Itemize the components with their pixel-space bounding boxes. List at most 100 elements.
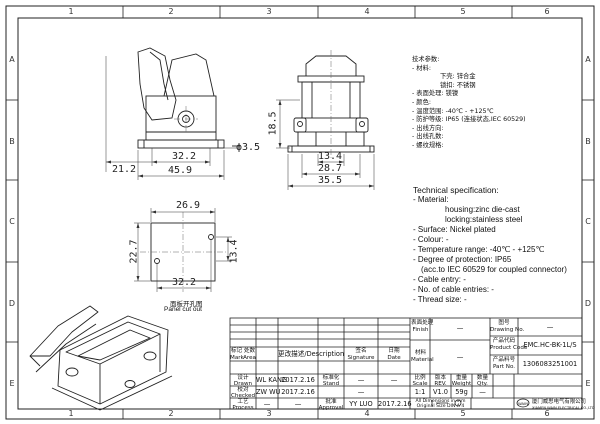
zone-label-e-right: E [585, 379, 591, 388]
spec-en-temp: - Temperature range: -40℃ - +125℃ [413, 245, 545, 254]
weight-label-en: Weight [451, 381, 472, 387]
stand-value: — [357, 376, 365, 384]
spec-en-title: Technical specification: [413, 185, 499, 195]
date-label-cn: 日期 [388, 348, 400, 354]
dim-32-2-bottom: 32.2 [172, 277, 197, 288]
dim-26-9: 26.9 [176, 200, 201, 211]
spec-cn-cable-entry: - 出线方向: [412, 124, 444, 132]
drawn-date: 2017.2.16 [281, 376, 315, 384]
zone-label-b-right: B [585, 137, 591, 146]
checked-label-cn: 校对 [237, 387, 249, 393]
drawing-no-label-cn: 图号 [498, 320, 510, 326]
cutout-label-cn: 面板开孔图 [170, 300, 203, 308]
dim-phi-3-5: ϕ3.5 [236, 142, 261, 153]
dim-13-4-top: 13.4 [318, 151, 343, 162]
area-label-cn: 处数 [243, 348, 256, 354]
drawn-name: WL KANG [256, 376, 288, 384]
spec-en-colour: - Colour: - [413, 235, 449, 244]
product-code-label-cn: 产品代码 [492, 338, 516, 344]
scale-label-en: Scale [412, 381, 428, 387]
zone-label-4-bottom: 4 [364, 409, 370, 418]
scale-label-cn: 比例 [414, 375, 426, 381]
zone-label-c-right: C [585, 217, 591, 226]
process-label-cn: 工艺 [237, 399, 249, 405]
dim-22-7: 22.7 [128, 239, 140, 264]
spec-cn-temp: - 温度范围: -40℃ - +125℃ [412, 107, 494, 115]
zone-label-e: E [9, 379, 15, 388]
mark-label-en: Mark [230, 355, 244, 361]
material-label-en: Material [411, 357, 434, 363]
description-label-en: /Description [304, 350, 345, 358]
zone-label-5-bottom: 5 [460, 409, 466, 418]
spec-en-material: - Material: [413, 195, 449, 204]
spec-en-locking: locking:stainless steel [445, 215, 523, 224]
zone-label-6: 6 [544, 7, 550, 16]
dim-45-9: 45.9 [168, 165, 193, 176]
units-note: All Dimensions in mm [415, 399, 466, 404]
spec-en-cable-entry: - Cable entry: - [413, 275, 466, 284]
drawing-no-value: — [546, 323, 554, 331]
spec-cn-protection: - 防护等级: IP65 (连接状态,IEC 60529) [412, 116, 526, 124]
zone-label-3-bottom: 3 [266, 409, 272, 418]
area-label-en: Area [243, 355, 256, 361]
material-value: — [456, 353, 464, 361]
mark-label-cn: 标记 [230, 348, 243, 354]
spec-en: Technical specification: - Material: hou… [413, 185, 567, 305]
spec-cn-title: 技术参数: [412, 56, 440, 63]
spec-en-thread: - Thread size: - [413, 295, 467, 304]
zone-label-1-bottom: 1 [68, 409, 74, 418]
spec-cn-locking: 锁扣: 不锈钢 [440, 81, 476, 89]
drawn-label-cn: 设计 [237, 375, 249, 381]
spec-en-cable-number: - No. of cable entries: - [413, 285, 494, 294]
approval-name: YY LUO [349, 400, 373, 408]
spec-en-protection-2: (acc.to IEC 60529 for coupled connector) [421, 265, 567, 274]
spec-cn: 技术参数: - 材料: 下壳: 锌合金 锁扣: 不锈钢 - 表面处理: 镁镍 -… [412, 56, 526, 151]
part-no-label-cn: 产品料号 [492, 357, 516, 363]
zone-label-3: 3 [266, 7, 272, 16]
scale-value: 1:1 [414, 388, 426, 396]
finish-label-cn: 表面处理 [411, 320, 434, 326]
zone-label-1: 1 [68, 7, 74, 16]
approval-date: 2017.2.16 [378, 400, 412, 408]
qty-value: — [479, 388, 486, 396]
spec-en-housing: housing:zinc die-cast [445, 205, 520, 214]
product-code-label-en: Product Code [490, 345, 528, 351]
company-name-en: XIAMEN WAIN ELECTRICAL CO.,LTD [532, 406, 595, 410]
zone-label-4: 4 [364, 7, 370, 16]
norm-note: Original Size DIN A 4 [416, 404, 465, 409]
spec-cn-surface: - 表面处理: 镁镍 [412, 90, 459, 98]
rev-value: V1.0 [433, 388, 448, 396]
spec-cn-material: - 材料: [412, 64, 431, 72]
stand-date: — [390, 376, 398, 384]
rev-label-en: REV. [434, 381, 447, 387]
zone-label-2: 2 [168, 7, 174, 16]
cutout-label-en: Panel cut out [164, 306, 202, 313]
zone-label-6-bottom: 6 [544, 409, 550, 418]
description-label-cn: 更改描述 [278, 350, 305, 358]
signature-label-en: Signature [347, 355, 375, 361]
drawn-label-en: Drawn [233, 381, 253, 387]
dim-32-2-top: 32.2 [172, 151, 197, 162]
dim-35-5: 35.5 [318, 175, 343, 186]
material-label-cn: 材料 [414, 350, 427, 356]
weight-value: 59g [455, 388, 468, 396]
company-name-cn: 厦门威思电气有限公司 [532, 399, 586, 405]
process-value: — [263, 400, 271, 408]
approval-label-en: Approval [318, 405, 344, 411]
dim-28-7: 28.7 [318, 163, 343, 174]
finish-value: — [456, 324, 464, 332]
approval-label-cn: 批准 [325, 399, 337, 405]
description-label: 更改描述/Description [278, 351, 344, 358]
zone-label-a: A [9, 55, 15, 64]
process-label-en: Process [232, 405, 254, 411]
stand-label-en: Stand [322, 381, 340, 387]
zone-label-c: C [9, 217, 15, 226]
zone-label-5: 5 [460, 7, 466, 16]
zone-label-d-right: D [584, 299, 592, 308]
dim-18-5: 18.5 [267, 111, 279, 136]
spec-cn-thread: - 螺纹规格: [412, 141, 444, 149]
dim-21-2: 21.2 [112, 164, 137, 175]
spec-cn-colour: - 颜色: [412, 98, 431, 106]
checked-row-value: — [357, 388, 365, 396]
